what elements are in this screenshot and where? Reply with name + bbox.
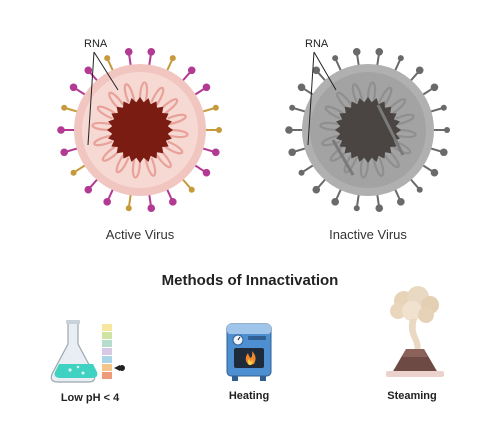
spike [393, 55, 404, 73]
low-ph-label: Low pH < 4 [60, 392, 120, 404]
rna-strand [324, 105, 344, 120]
inactive-rna-label: RNA [305, 38, 329, 50]
spike [181, 66, 196, 83]
spike [181, 177, 195, 193]
spike [204, 127, 222, 133]
spike [432, 127, 450, 133]
spike [375, 48, 384, 67]
active-rna-label: RNA [84, 38, 108, 50]
rna-strand [108, 91, 125, 110]
spike [421, 163, 439, 177]
inactive-virus-caption: Inactive Virus [329, 227, 407, 242]
spike [147, 193, 156, 212]
spike [421, 83, 439, 97]
spike [70, 163, 87, 176]
rna-strand [160, 98, 179, 115]
rna-strand [138, 81, 149, 101]
spike [201, 104, 219, 113]
spike [84, 177, 99, 194]
rna-strand [319, 121, 339, 132]
methods-heading: Methods of Innactivation [161, 272, 339, 289]
spike [57, 126, 76, 134]
spike [193, 83, 211, 97]
spike [429, 104, 447, 113]
rna-strand [397, 128, 417, 139]
steaming-label: Steaming [387, 390, 437, 402]
spike [331, 187, 343, 206]
rna-strand [372, 157, 385, 177]
rna-strand [359, 159, 370, 179]
spike [124, 48, 133, 67]
spike [104, 55, 115, 73]
spike [393, 187, 405, 206]
spike [69, 83, 87, 97]
heater-icon [226, 323, 272, 381]
rna-strand [91, 121, 111, 132]
spike [288, 147, 307, 157]
rna-strand [388, 98, 407, 115]
spike [165, 55, 176, 73]
spike [84, 66, 99, 83]
spike [285, 126, 304, 134]
rna-strand [123, 83, 136, 103]
active-virus-caption: Active Virus [105, 227, 175, 242]
rna-strand [96, 105, 116, 120]
spike [125, 193, 132, 212]
broken-rna-strand [376, 104, 405, 156]
spike [353, 193, 360, 212]
rna-strand [336, 91, 353, 110]
spike [298, 163, 315, 176]
virus-core [107, 97, 173, 163]
rna-strand [164, 140, 184, 155]
flask-ph-icon [50, 320, 125, 383]
inactive-virus-illustration [285, 48, 450, 212]
rna-strand [115, 154, 130, 174]
spike [332, 55, 343, 73]
heating-label: Heating [228, 390, 270, 402]
spike [103, 187, 115, 206]
rna-strand [93, 134, 113, 147]
rna-strand [144, 157, 157, 177]
spike [147, 48, 156, 67]
rna-strand [378, 86, 393, 106]
broken-rna-strand [331, 139, 355, 176]
rna-strand [395, 113, 415, 126]
spike [61, 104, 79, 113]
spike [429, 147, 448, 157]
active-rna-pointer [87, 51, 119, 146]
spike [201, 147, 220, 157]
virus-core [335, 97, 401, 163]
rna-strand [383, 150, 400, 169]
rna-strand [131, 159, 142, 179]
rna-strand [366, 81, 377, 101]
spike [409, 177, 423, 193]
rna-strand [167, 113, 187, 126]
rna-strand [392, 140, 412, 155]
rna-strand [169, 128, 189, 139]
active-virus-illustration [57, 48, 222, 212]
rna-strand [343, 154, 358, 174]
spike [297, 83, 315, 97]
rna-strand [150, 86, 165, 106]
spike [312, 177, 327, 194]
spike [193, 163, 211, 177]
spike [60, 147, 79, 157]
spike [409, 66, 424, 83]
spike [289, 104, 307, 113]
spike [375, 193, 384, 212]
inactive-rna-pointer [307, 51, 337, 146]
rna-strand [101, 145, 120, 162]
rna-strand [155, 150, 172, 169]
spike [312, 66, 327, 83]
steam-icon [386, 286, 444, 377]
spike [165, 187, 177, 206]
rna-strand [351, 83, 364, 103]
spike [352, 48, 361, 67]
